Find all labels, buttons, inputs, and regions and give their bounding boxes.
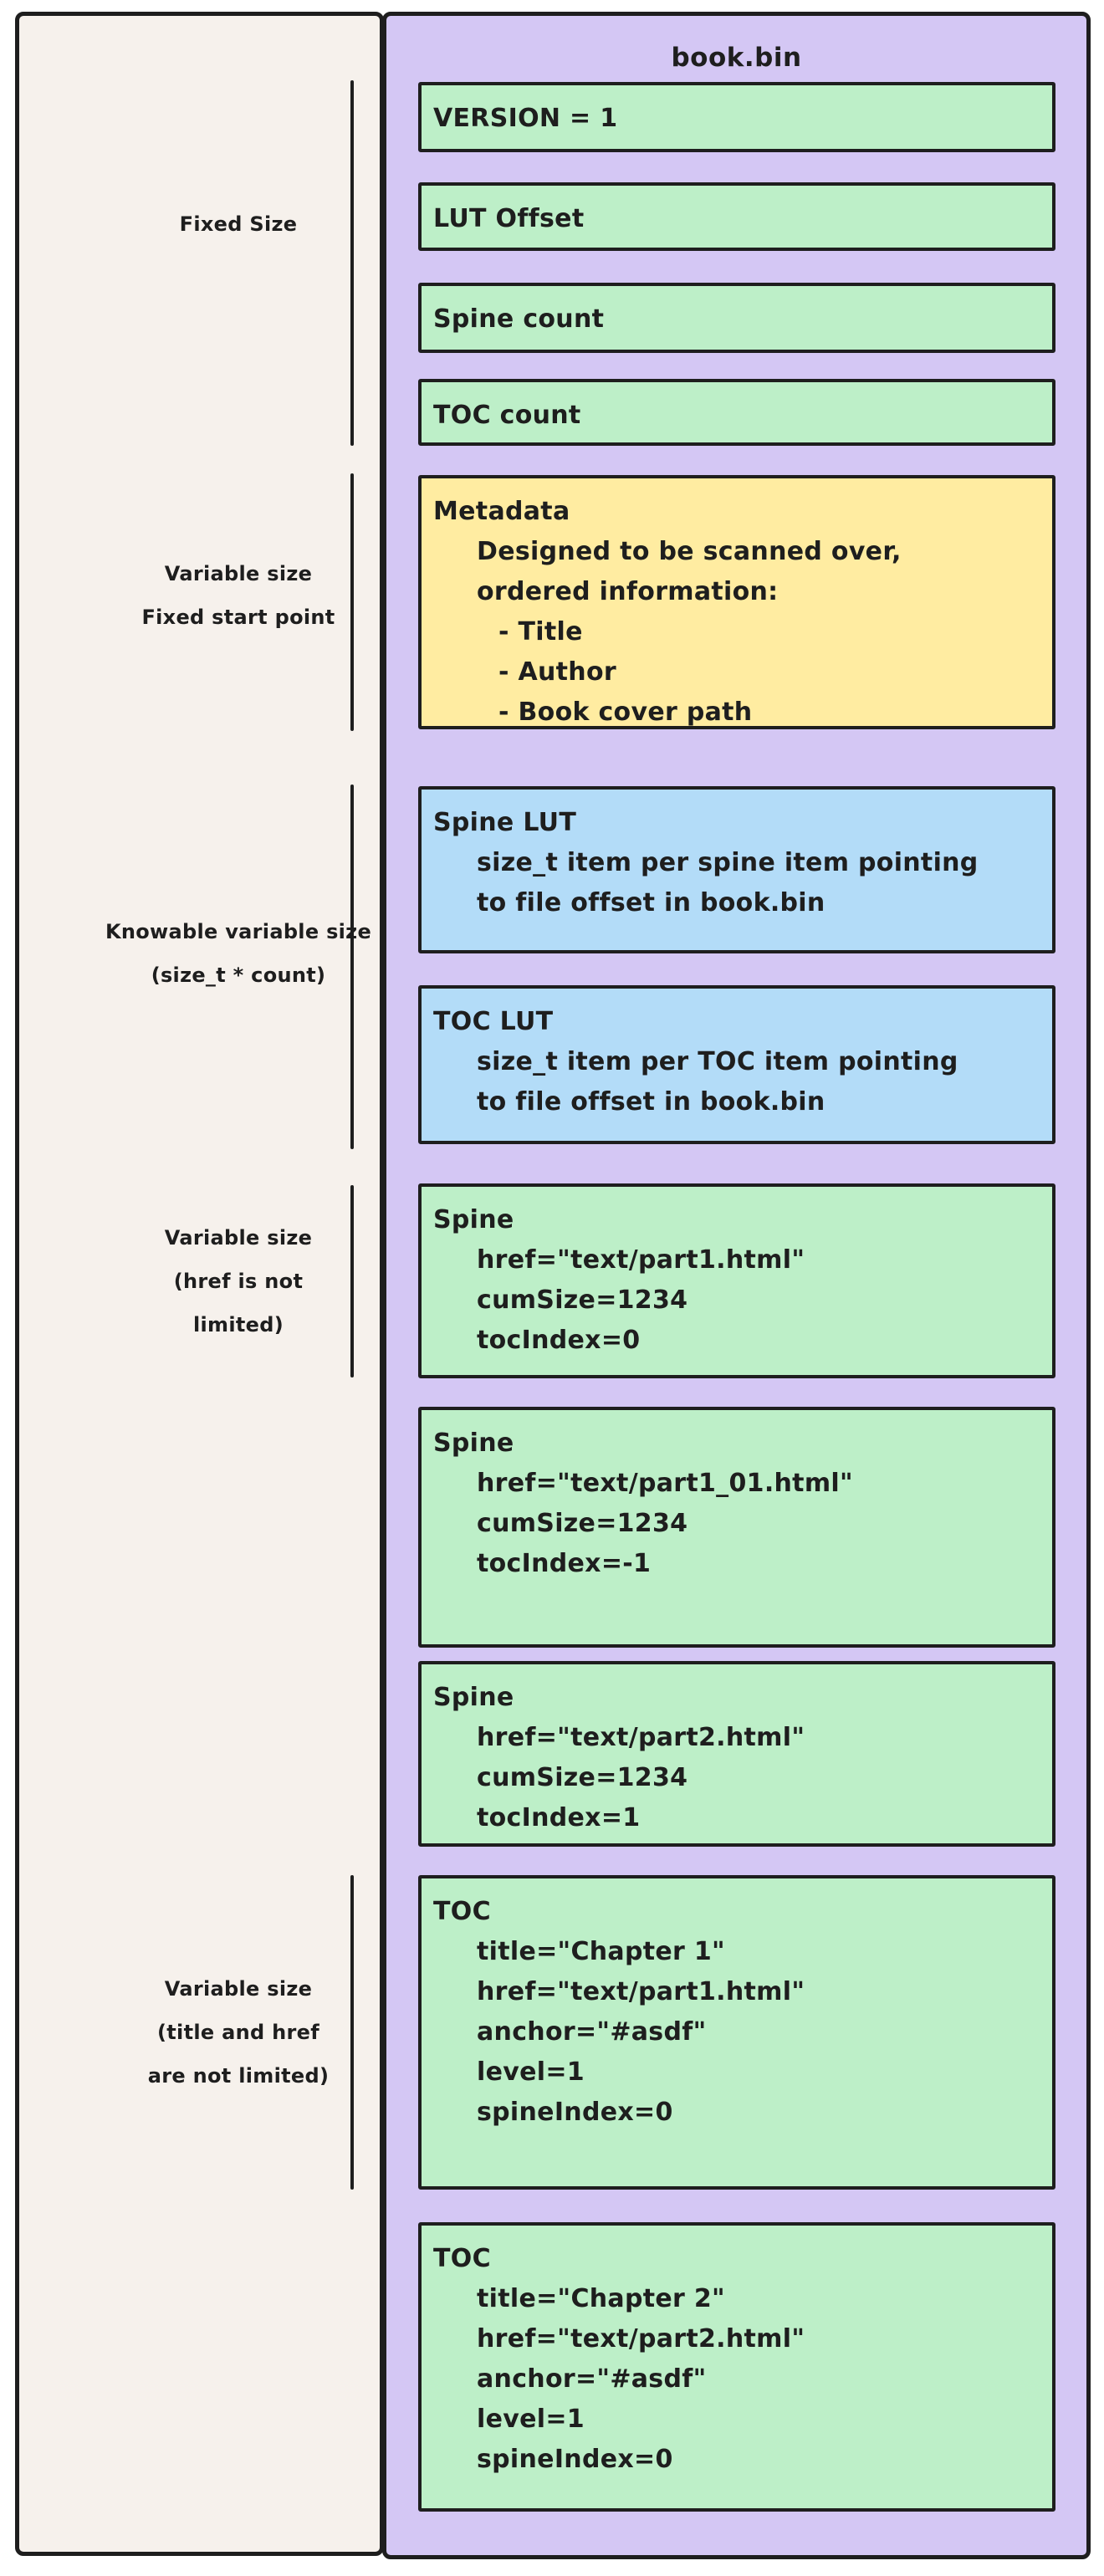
box-line: Spine — [433, 1205, 514, 1234]
box-toc-count-field: TOC count — [418, 379, 1055, 446]
box-line: cumSize=1234 — [477, 1509, 688, 1538]
bracket-line-1 — [350, 80, 354, 446]
box-line: href="text/part1_01.html" — [477, 1469, 853, 1498]
box-line: href="text/part1.html" — [477, 1977, 805, 2006]
box-line: size_t item per spine item pointing — [477, 848, 979, 877]
box-line: TOC LUT — [433, 1007, 554, 1036]
size-label-line: Variable size — [164, 562, 313, 585]
size-label-5: Variable size (title and href are not limi… — [71, 1967, 406, 2098]
box-line: Spine — [433, 1429, 514, 1458]
box-toc-record-2: TOC title="Chapter 2" href="text/part2.htm… — [418, 2222, 1055, 2512]
box-line: TOC — [433, 2244, 491, 2273]
box-line: - Author — [498, 657, 616, 687]
box-spine-record-1: Spine href="text/part1.html" cumSize=1234 t… — [418, 1183, 1055, 1378]
box-line: VERSION = 1 — [433, 104, 618, 133]
box-line: tocIndex=1 — [477, 1803, 641, 1832]
box-line: spineIndex=0 — [477, 2098, 673, 2127]
size-label-line: are not limited) — [147, 2064, 330, 2088]
box-line: cumSize=1234 — [477, 1763, 688, 1792]
box-lut-offset-field: LUT Offset — [418, 182, 1055, 251]
size-label-line: limited) — [193, 1313, 284, 1337]
box-line: to file offset in book.bin — [477, 888, 825, 917]
box-line: cumSize=1234 — [477, 1285, 688, 1315]
box-line: size_t item per TOC item pointing — [477, 1047, 958, 1076]
size-annotation-panel — [15, 12, 384, 2556]
box-line: to file offset in book.bin — [477, 1087, 825, 1117]
size-label-line: Fixed start point — [141, 606, 335, 629]
size-label-line: Knowable variable size — [105, 920, 372, 943]
bracket-line-4 — [350, 1185, 354, 1377]
box-line: tocIndex=0 — [477, 1326, 641, 1355]
size-label-line: (size_t * count) — [151, 963, 326, 987]
box-line: level=1 — [477, 2405, 585, 2434]
box-line: tocIndex=-1 — [477, 1549, 652, 1578]
box-line: ordered information: — [477, 577, 779, 606]
box-spine-lut-block: Spine LUT size_t item per spine item poin… — [418, 786, 1055, 953]
size-label-line: (title and href — [157, 2021, 319, 2044]
box-line: anchor="#asdf" — [477, 2364, 707, 2394]
size-label-line: Variable size — [164, 1226, 313, 1250]
size-label-1: Fixed Size — [71, 202, 406, 246]
size-label-line: (href is not — [173, 1270, 304, 1293]
box-line: Spine LUT — [433, 808, 577, 837]
size-label-line: Variable size — [164, 1977, 313, 2001]
box-line: href="text/part2.html" — [477, 1723, 805, 1752]
box-line: - Title — [498, 617, 583, 647]
box-line: TOC — [433, 1897, 491, 1926]
box-line: title="Chapter 2" — [477, 2284, 725, 2313]
box-line: spineIndex=0 — [477, 2445, 673, 2474]
bracket-line-2 — [350, 473, 354, 731]
size-label-3: Knowable variable size (size_t * count) — [71, 910, 406, 997]
box-line: anchor="#asdf" — [477, 2017, 707, 2047]
box-version-field: VERSION = 1 — [418, 82, 1055, 152]
box-toc-record-1: TOC title="Chapter 1" href="text/part1.htm… — [418, 1875, 1055, 2190]
box-line: Designed to be scanned over, — [477, 537, 902, 566]
box-line: LUT Offset — [433, 204, 585, 233]
box-spine-record-3: Spine href="text/part2.html" cumSize=1234 t… — [418, 1661, 1055, 1847]
box-line: Spine — [433, 1683, 514, 1712]
box-spine-count-field: Spine count — [418, 283, 1055, 353]
box-spine-record-2: Spine href="text/part1_01.html" cumSize=12… — [418, 1407, 1055, 1648]
box-line: title="Chapter 1" — [477, 1937, 725, 1966]
box-line: Metadata — [433, 497, 570, 526]
box-line: - Book cover path — [498, 698, 753, 727]
book-bin-title: book.bin — [671, 43, 802, 73]
box-toc-lut-block: TOC LUT size_t item per TOC item pointing… — [418, 985, 1055, 1144]
box-line: Spine count — [433, 304, 605, 334]
bracket-line-5 — [350, 1875, 354, 2190]
size-label-4: Variable size (href is not limited) — [71, 1216, 406, 1347]
bracket-line-3 — [350, 785, 354, 1149]
box-line: href="text/part1.html" — [477, 1245, 805, 1275]
size-label-line: Fixed Size — [179, 212, 298, 236]
box-line: level=1 — [477, 2057, 585, 2087]
box-line: href="text/part2.html" — [477, 2324, 805, 2354]
box-line: TOC count — [433, 401, 581, 430]
